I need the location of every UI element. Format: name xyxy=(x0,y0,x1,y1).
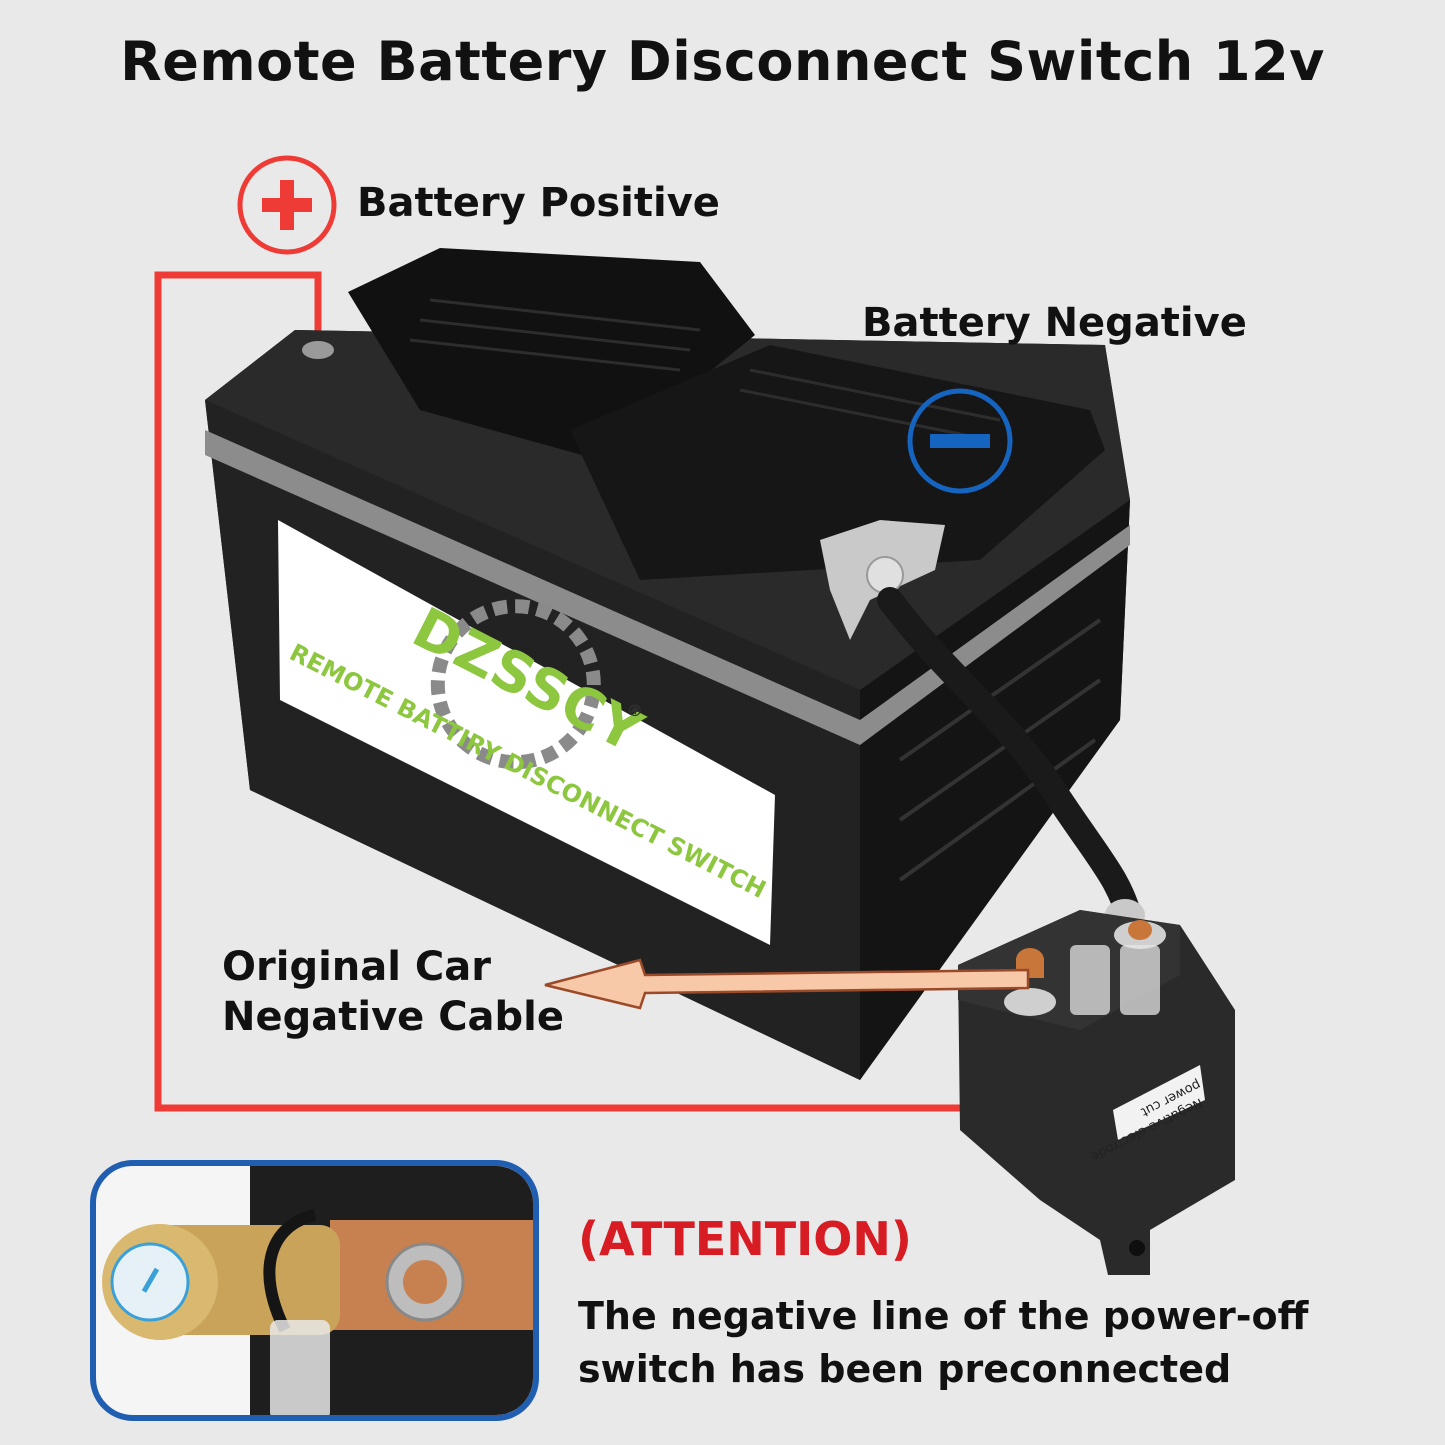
arrow-left-icon xyxy=(544,958,1030,1010)
original-cable-line1: Original Car xyxy=(222,944,491,990)
disconnect-switch: power cut Negative electrode xyxy=(958,910,1235,1275)
page-title: Remote Battery Disconnect Switch 12v xyxy=(120,30,1325,93)
attention-note: The negative line of the power-off switc… xyxy=(578,1294,1309,1392)
battery-negative-label: Battery Negative xyxy=(862,300,1247,346)
original-cable-label: Original Car Negative Cable xyxy=(222,942,564,1042)
battery-positive-label: Battery Positive xyxy=(357,180,720,226)
plus-icon xyxy=(237,155,337,255)
attention-heading: (ATTENTION) xyxy=(578,1212,912,1266)
original-cable-line2: Negative Cable xyxy=(222,994,565,1040)
inset-photo xyxy=(90,1160,539,1421)
battery xyxy=(205,248,1145,1080)
registered-mark: ® xyxy=(623,698,646,722)
minus-icon xyxy=(907,388,1013,494)
